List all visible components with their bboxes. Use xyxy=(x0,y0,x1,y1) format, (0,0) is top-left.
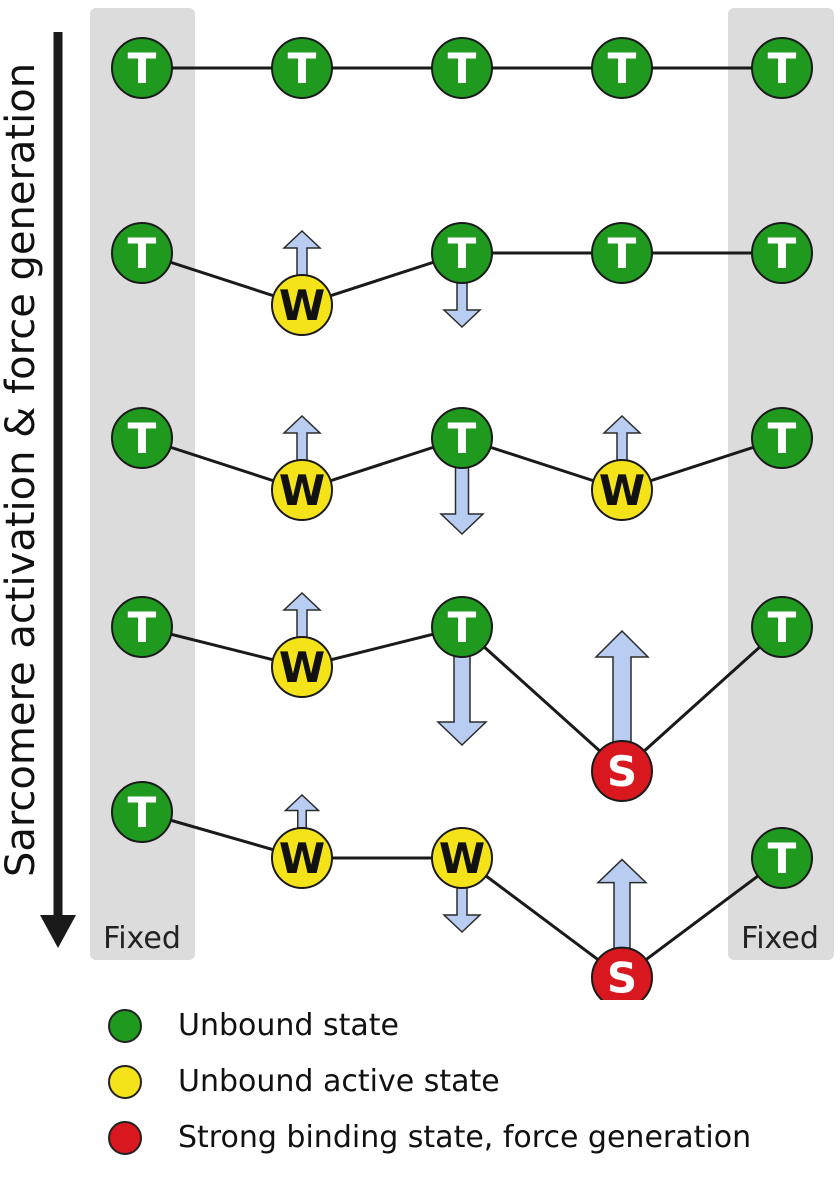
state-node-t xyxy=(111,222,173,284)
state-node-t xyxy=(431,596,493,658)
state-row-4: T W T S T xyxy=(111,591,813,802)
state-node-label: T xyxy=(128,603,157,652)
state-node-s xyxy=(591,740,653,802)
state-node-w xyxy=(591,459,653,521)
sarcomere-diagram: Fixed Fixed Sarcomere activation & force… xyxy=(0,8,834,1000)
green-dot-icon xyxy=(108,1009,142,1043)
up-arrow-icon xyxy=(594,629,650,744)
state-node-label: T xyxy=(608,229,637,278)
state-node-label: W xyxy=(279,643,325,692)
state-row-5: T W W S T xyxy=(111,781,813,1000)
state-node-label: T xyxy=(448,44,477,93)
state-node-label: T xyxy=(128,788,157,837)
state-node-label: T xyxy=(448,229,477,278)
state-node-label: W xyxy=(279,834,325,883)
state-node-label: W xyxy=(439,834,485,883)
state-node-t xyxy=(591,37,653,99)
up-arrow-icon xyxy=(283,793,321,831)
state-node-t xyxy=(751,37,813,99)
state-node-t xyxy=(431,222,493,284)
red-dot-icon xyxy=(108,1121,142,1155)
state-node-t xyxy=(111,407,173,469)
state-node-label: W xyxy=(279,466,325,515)
up-arrow-icon xyxy=(602,414,642,463)
state-node-w xyxy=(431,827,493,889)
state-node-t xyxy=(591,222,653,284)
down-arrow-icon xyxy=(439,465,485,536)
state-node-label: T xyxy=(128,229,157,278)
state-node-t xyxy=(751,407,813,469)
state-node-w xyxy=(271,459,333,521)
legend-label: Unbound state xyxy=(178,1008,399,1043)
state-node-t xyxy=(751,827,813,889)
state-node-w xyxy=(271,636,333,698)
state-node-label: T xyxy=(128,414,157,463)
state-node-label: T xyxy=(768,229,797,278)
state-node-s xyxy=(591,946,653,1000)
state-node-t xyxy=(431,407,493,469)
up-arrow-icon xyxy=(282,229,322,278)
activation-arrow-head xyxy=(40,915,76,948)
state-node-t xyxy=(111,596,173,658)
fixed-band-right xyxy=(728,8,834,960)
state-node-label: W xyxy=(599,466,645,515)
state-node-label: T xyxy=(128,44,157,93)
state-node-label: W xyxy=(279,281,325,330)
state-row-3: T W T W T xyxy=(111,407,813,536)
up-arrow-icon xyxy=(596,858,648,951)
state-node-t xyxy=(111,37,173,99)
state-node-label: S xyxy=(607,954,637,1000)
axis-label: Sarcomere activation & force generation xyxy=(0,63,44,877)
state-node-t xyxy=(751,596,813,658)
down-arrow-icon xyxy=(442,280,482,329)
down-arrow-icon xyxy=(436,654,488,747)
state-node-t xyxy=(751,222,813,284)
fixed-label-right: Fixed xyxy=(741,921,819,956)
fixed-label-left: Fixed xyxy=(103,921,181,956)
state-node-w xyxy=(271,274,333,336)
state-node-label: T xyxy=(448,603,477,652)
link-line xyxy=(460,625,624,773)
up-arrow-icon xyxy=(282,414,322,463)
state-node-label: T xyxy=(448,414,477,463)
state-node-label: S xyxy=(607,747,637,796)
state-node-label: T xyxy=(768,834,797,883)
link-line xyxy=(461,856,623,979)
state-node-label: T xyxy=(768,414,797,463)
legend-label: Strong binding state, force generation xyxy=(178,1120,752,1155)
state-node-t xyxy=(111,781,173,843)
state-node-t xyxy=(431,37,493,99)
link-line xyxy=(620,625,784,773)
yellow-dot-icon xyxy=(108,1065,142,1099)
state-node-w xyxy=(271,827,333,889)
up-arrow-icon xyxy=(282,591,322,640)
state-node-label: T xyxy=(768,603,797,652)
legend-label: Unbound active state xyxy=(178,1064,500,1099)
link-line xyxy=(621,856,783,979)
state-row-2: T W T T T xyxy=(111,222,813,336)
state-node-label: T xyxy=(608,44,637,93)
state-node-label: T xyxy=(768,44,797,93)
state-node-label: T xyxy=(288,44,317,93)
state-rows: T T T T T T W T T T T W T W T T W T S T T W W S T xyxy=(111,37,813,1000)
state-node-t xyxy=(271,37,333,99)
down-arrow-icon xyxy=(442,885,482,934)
